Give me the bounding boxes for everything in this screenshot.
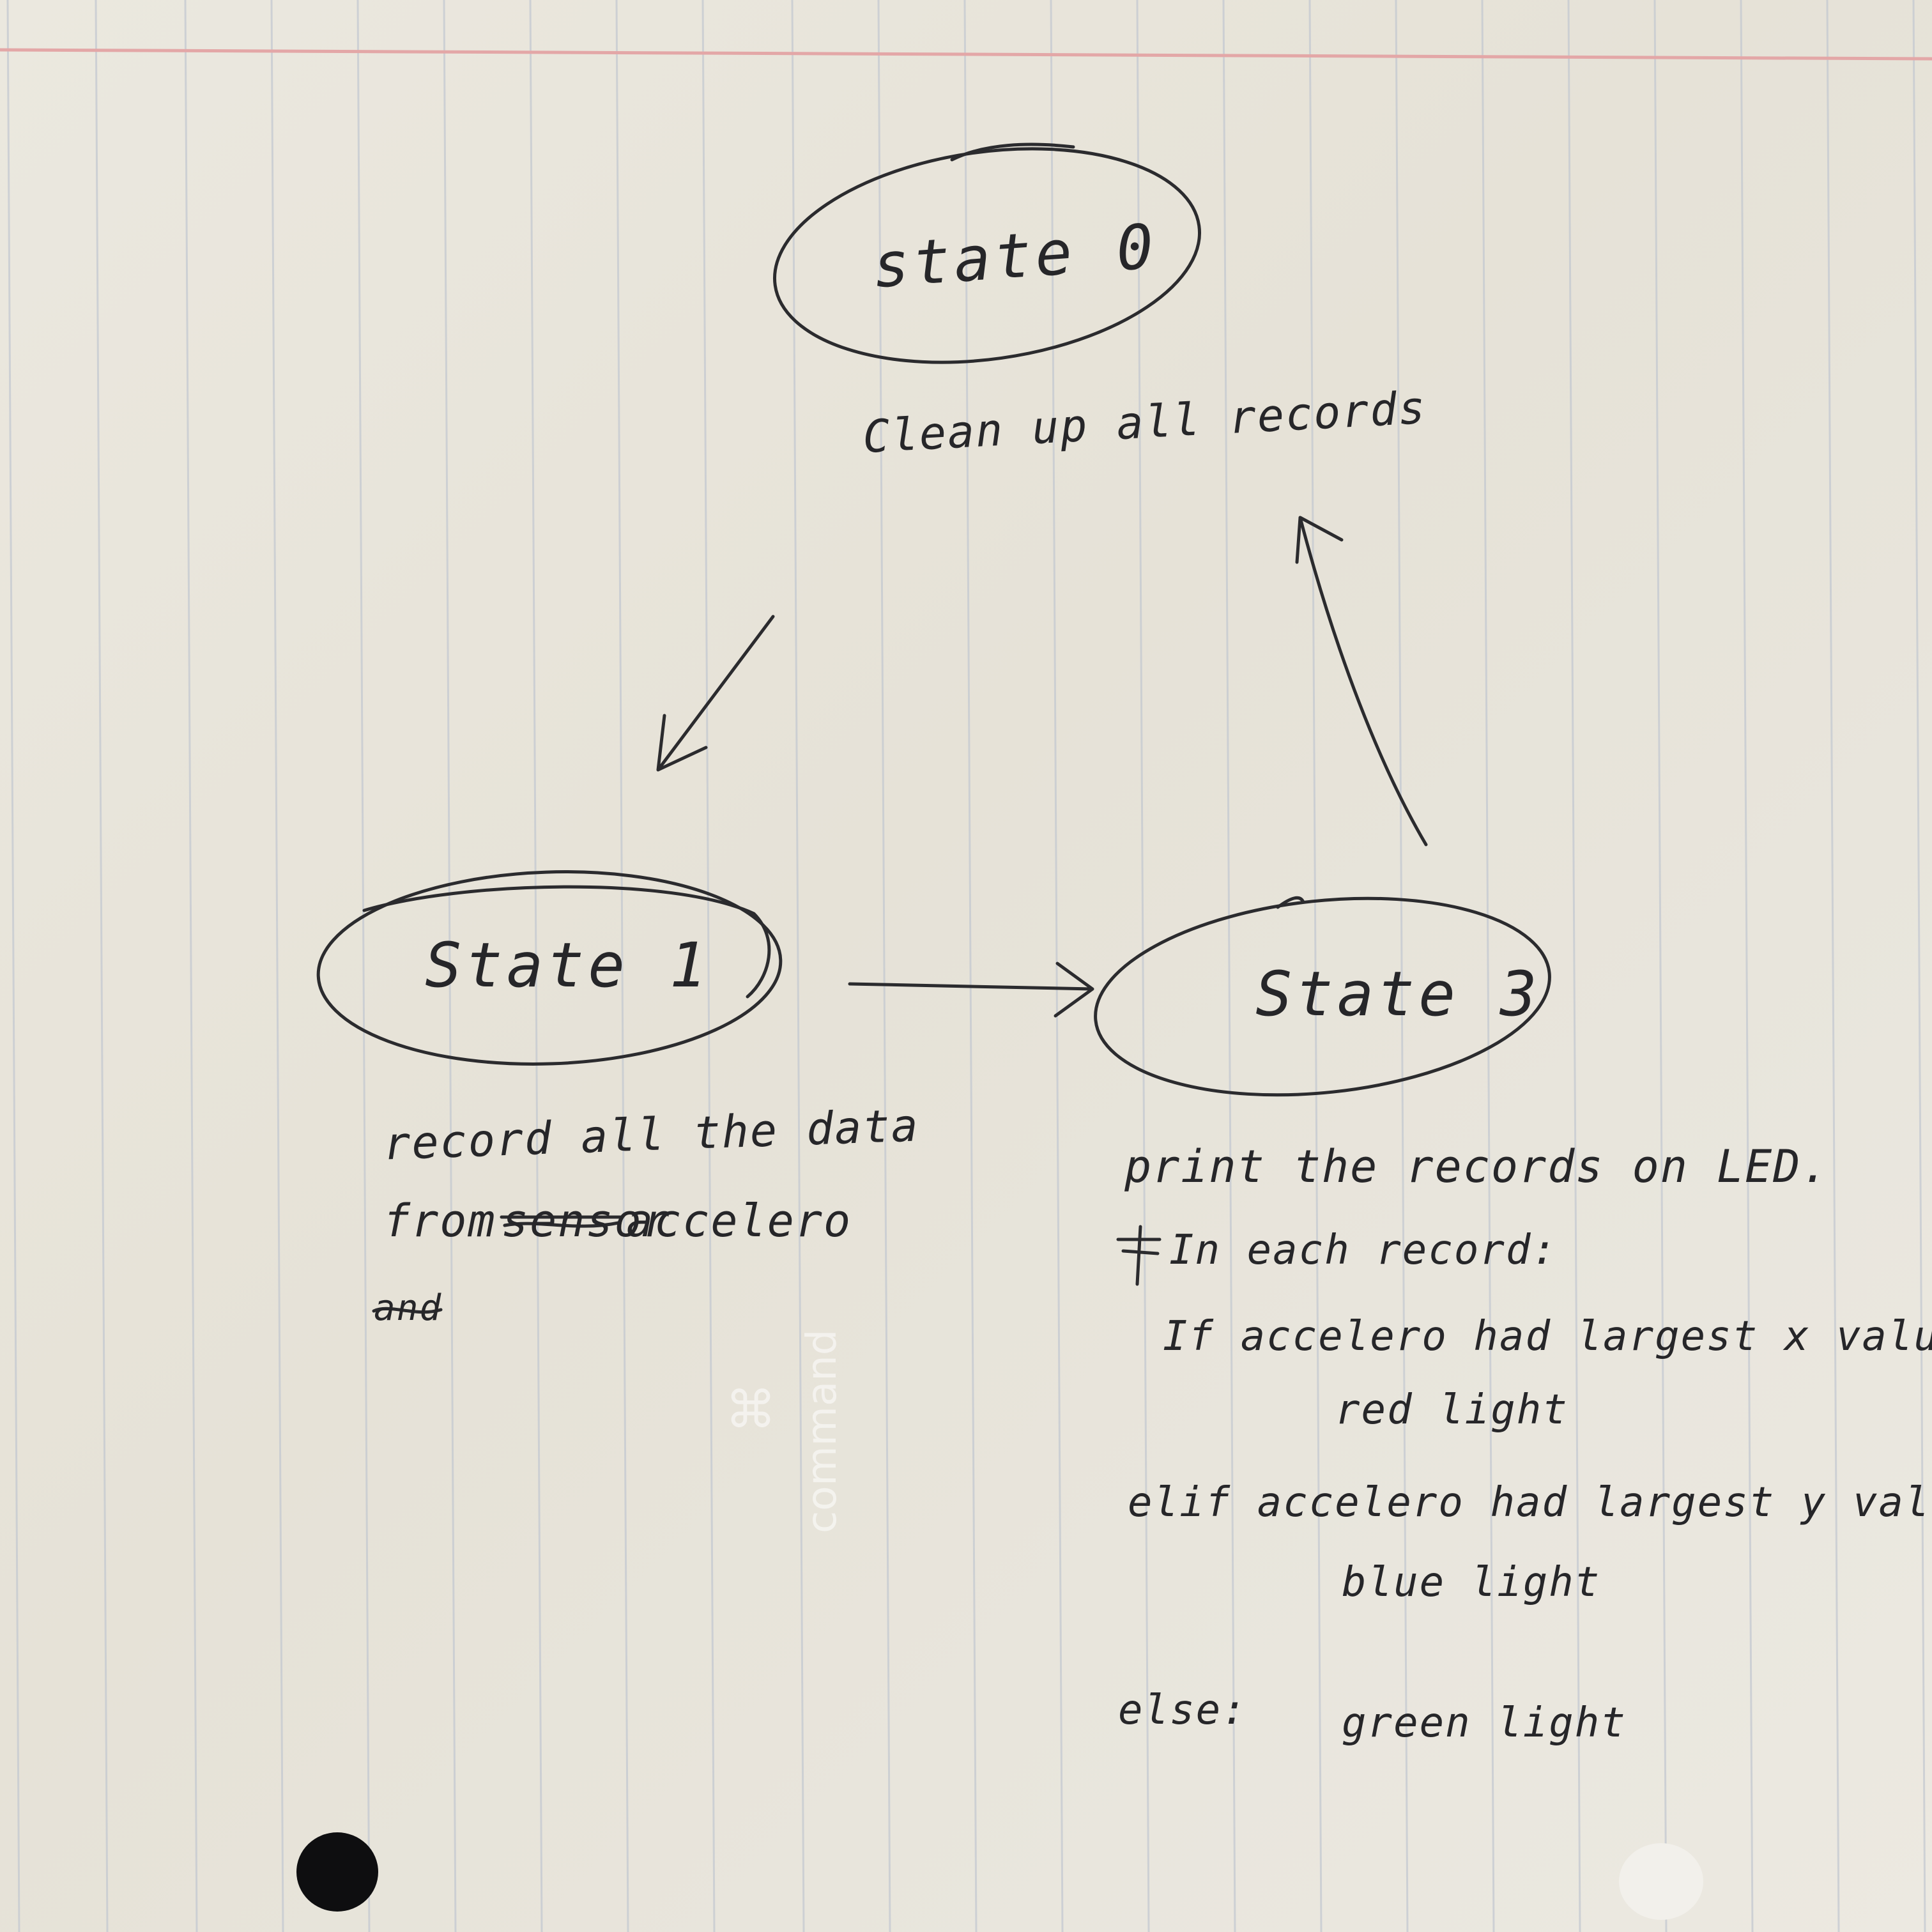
state-3-node-overlap	[1276, 896, 1305, 909]
transition-1-to-3-arrow	[848, 962, 1094, 1018]
rule-line	[1308, 0, 1322, 1932]
watermark-word: command	[799, 1329, 846, 1533]
pseudocode-line: If accelero had largest x value:	[1163, 1313, 1932, 1360]
margin-line	[0, 48, 1932, 61]
state-0-node-overlap	[950, 142, 1075, 162]
pseudocode-line: blue light	[1342, 1559, 1601, 1606]
command-key-icon: ⌘	[725, 1380, 776, 1439]
rule-line	[615, 0, 629, 1932]
rule-line	[443, 0, 457, 1932]
transition-0-to-1-arrow	[656, 615, 775, 772]
rule-line	[1740, 0, 1754, 1932]
state-1-description-line: from	[383, 1195, 496, 1247]
rule-line	[6, 0, 20, 1932]
pseudocode-line: In each record:	[1169, 1227, 1558, 1274]
struck-word-scribble	[500, 1215, 623, 1228]
rule-line	[963, 0, 977, 1932]
rule-line	[1050, 0, 1064, 1932]
rule-line	[1912, 0, 1926, 1932]
punch-hole-icon	[296, 1832, 378, 1912]
struck-word-scribble-2	[372, 1307, 443, 1314]
rule-line	[1481, 0, 1495, 1932]
state-1-node	[316, 870, 783, 1066]
struck-char-scribble	[1116, 1225, 1162, 1286]
state-3-description: print the records on LED.	[1124, 1140, 1830, 1193]
rule-line	[1222, 0, 1236, 1932]
rule-line	[270, 0, 284, 1932]
rule-line	[1653, 0, 1667, 1932]
transition-3-to-0-arrow	[1295, 516, 1428, 847]
rule-line	[1567, 0, 1581, 1932]
rule-line	[702, 0, 716, 1932]
state-1-node-overlap	[362, 885, 771, 999]
state-1-description-line: and	[374, 1287, 443, 1329]
rule-line	[877, 0, 891, 1932]
pseudocode-line: else:	[1118, 1687, 1248, 1734]
struck-word: sensor	[502, 1195, 671, 1247]
rule-line	[1136, 0, 1150, 1932]
rule-line	[95, 0, 109, 1932]
rule-line	[1826, 0, 1840, 1932]
pseudocode-line: green light	[1342, 1699, 1627, 1747]
rule-line	[1395, 0, 1409, 1932]
state-3-node	[1094, 896, 1551, 1097]
pseudocode-line: elif accelero had largest y value:	[1128, 1479, 1932, 1526]
punch-hole-icon	[1619, 1843, 1703, 1920]
rule-line	[184, 0, 198, 1932]
rule-line	[529, 0, 543, 1932]
state-3-label: State 3	[1255, 958, 1541, 1030]
pseudocode-line: red light	[1335, 1386, 1568, 1434]
state-1-description-word: accelero	[626, 1195, 852, 1247]
state-1-label: State 1	[425, 930, 710, 1001]
rule-line	[356, 0, 371, 1932]
